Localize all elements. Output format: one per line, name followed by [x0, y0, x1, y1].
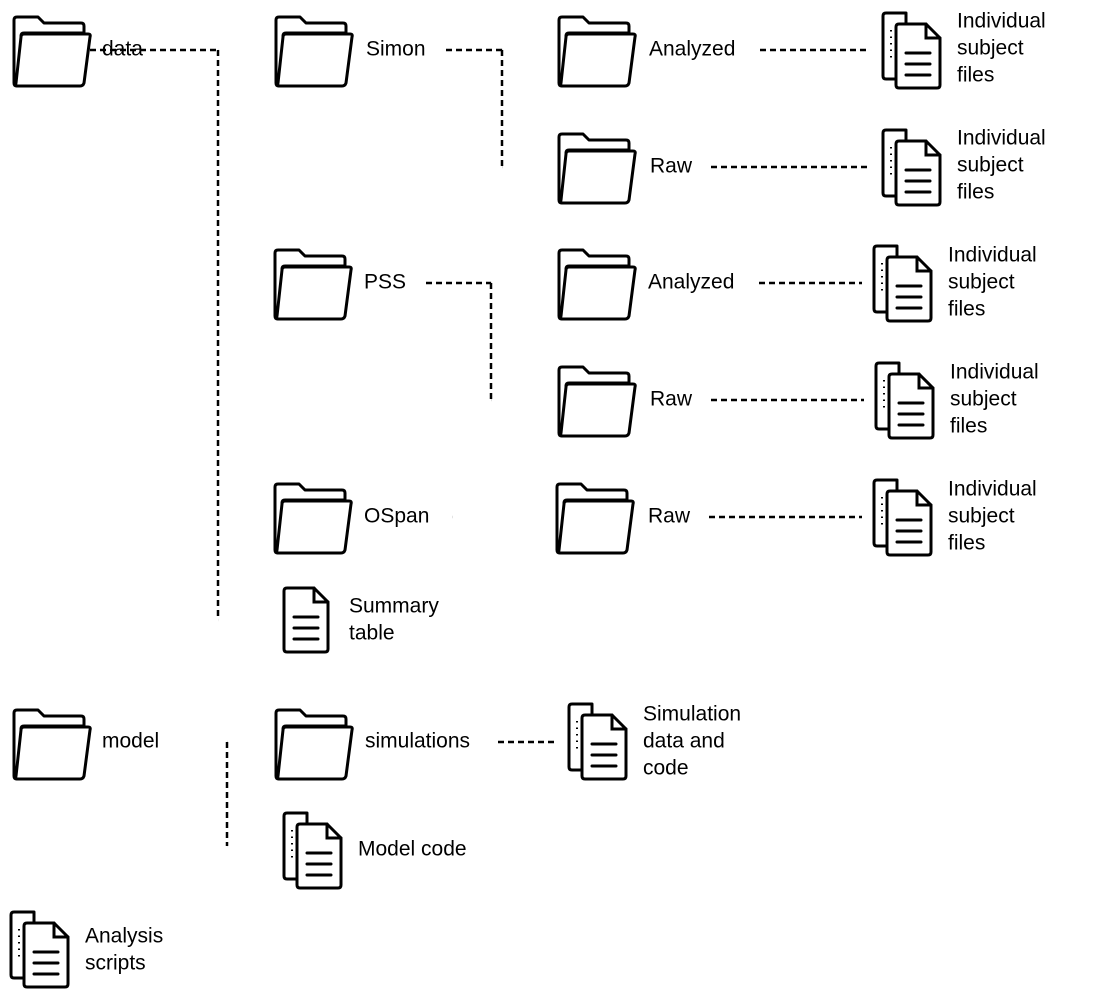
files-icon: [282, 811, 343, 890]
folder-icon: [557, 248, 637, 321]
node-label-line: table: [349, 622, 395, 645]
node-pss: PSS: [273, 248, 406, 321]
node-simon-raw-files: Individual subject files: [881, 127, 1046, 207]
connector-lines: [90, 48, 870, 846]
node-simon-analyzed: Analyzed: [557, 15, 735, 88]
node-simon: Simon: [274, 15, 426, 88]
folder-icon: [273, 248, 353, 321]
files-icon: [9, 910, 70, 989]
folder-icon: [555, 482, 635, 555]
node-pss-raw-files: Individual subject files: [874, 361, 1039, 440]
folder-icon: [12, 15, 92, 88]
node-model-code: Model code: [282, 811, 467, 890]
node-simon-raw: Raw: [557, 132, 693, 205]
node-label-line: subject: [957, 37, 1024, 60]
node-label-line: subject: [948, 271, 1015, 294]
folder-icon: [274, 15, 354, 88]
node-model: model: [12, 708, 159, 781]
node-label-line: subject: [948, 505, 1015, 528]
file-icon: [282, 586, 330, 654]
node-pss-analyzed: Analyzed: [557, 248, 734, 321]
node-label-line: files: [957, 64, 994, 87]
node-label-line: Simon: [366, 38, 426, 61]
node-simulation-files: Simulation data and code: [567, 702, 741, 781]
node-label-line: Analyzed: [649, 38, 735, 61]
node-label-line: scripts: [85, 952, 146, 975]
node-label-line: Summary: [349, 595, 439, 618]
node-ospan-raw: Raw: [555, 482, 691, 555]
node-label-line: files: [948, 532, 985, 555]
folder-icon: [557, 132, 637, 205]
node-summary-table: Summary table: [282, 586, 439, 654]
node-pss-raw: Raw: [557, 365, 693, 438]
node-label-line: data: [102, 38, 143, 61]
folder-icon: [273, 482, 353, 555]
node-label-line: Individual: [950, 361, 1039, 384]
node-label-line: Raw: [650, 155, 693, 178]
node-ospan-raw-files: Individual subject files: [872, 478, 1037, 557]
node-label-line: Simulation: [643, 703, 741, 726]
node-label-line: files: [948, 298, 985, 321]
files-icon: [881, 128, 942, 207]
node-label-line: Raw: [650, 388, 693, 411]
node-label-line: Raw: [648, 505, 691, 528]
node-simulations: simulations: [274, 708, 470, 781]
node-label-line: model: [102, 730, 159, 753]
node-data: data: [12, 15, 143, 88]
node-ospan: OSpan: [273, 482, 429, 555]
folder-icon: [274, 708, 354, 781]
node-label-line: Model code: [358, 838, 467, 861]
node-label-line: Individual: [948, 478, 1037, 501]
node-label-line: subject: [950, 388, 1017, 411]
node-simon-analyzed-files: Individual subject files: [881, 10, 1046, 90]
folder-icon: [557, 365, 637, 438]
files-icon: [881, 11, 942, 90]
files-icon: [567, 702, 628, 781]
node-analysis-scripts: Analysis scripts: [9, 910, 163, 989]
node-label-line: subject: [957, 154, 1024, 177]
node-label-line: Individual: [957, 127, 1046, 150]
node-label-line: files: [950, 415, 987, 438]
node-label-line: Individual: [957, 10, 1046, 33]
folder-icon: [557, 15, 637, 88]
node-label-line: Individual: [948, 244, 1037, 267]
node-label-line: data and: [643, 730, 725, 753]
files-icon: [874, 361, 935, 440]
folder-icon: [12, 708, 92, 781]
node-label-line: Analysis: [85, 925, 163, 948]
node-label-line: PSS: [364, 271, 406, 294]
node-label-line: simulations: [365, 730, 470, 753]
node-pss-analyzed-files: Individual subject files: [872, 244, 1037, 323]
node-label-line: OSpan: [364, 505, 429, 528]
node-label-line: files: [957, 181, 994, 204]
node-label-line: code: [643, 757, 689, 780]
node-label-line: Analyzed: [648, 271, 734, 294]
files-icon: [872, 478, 933, 557]
files-icon: [872, 244, 933, 323]
